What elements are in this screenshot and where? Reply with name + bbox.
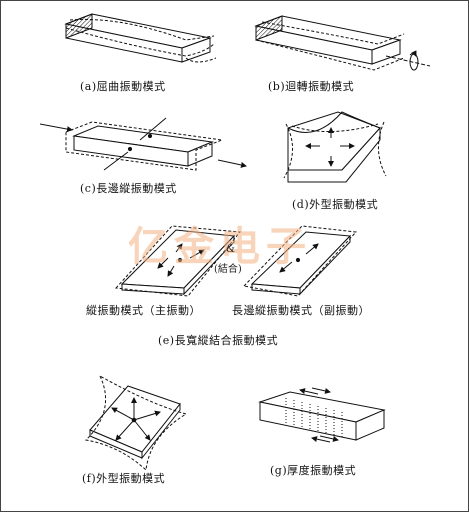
- caption-c: (c)長邊縱振動模式: [80, 182, 177, 195]
- slab-thickness-mode: [258, 387, 386, 443]
- combine-label: (結合): [214, 264, 242, 275]
- bar-bending-mode: [64, 13, 217, 63]
- caption-g: (g)厚度振動模式: [270, 464, 357, 477]
- plate-coupled-secondary: [242, 225, 358, 297]
- caption-d: (d)外型振動模式: [292, 198, 379, 211]
- plate-coupled-main: [114, 225, 241, 297]
- caption-b: (b)迴轉振動模式: [268, 80, 355, 93]
- caption-a: (a)屈曲振動模式: [80, 80, 166, 93]
- bar-torsion-mode: [254, 15, 431, 71]
- caption-e-left: 縱振動模式（主振動）: [86, 304, 201, 317]
- plate-contour-square: [84, 374, 188, 472]
- plate-contour-mode: [283, 111, 387, 183]
- caption-f: (f)外型振動模式: [82, 472, 166, 485]
- caption-e-right: 長邊縱振動模式（副振動）: [232, 304, 370, 317]
- amp-label: &: [226, 244, 235, 255]
- caption-e: (e)長寬縱結合振動模式: [158, 334, 279, 347]
- bar-longitudinal-mode: [39, 117, 247, 171]
- watermark-text: 亿金电子: [128, 224, 312, 270]
